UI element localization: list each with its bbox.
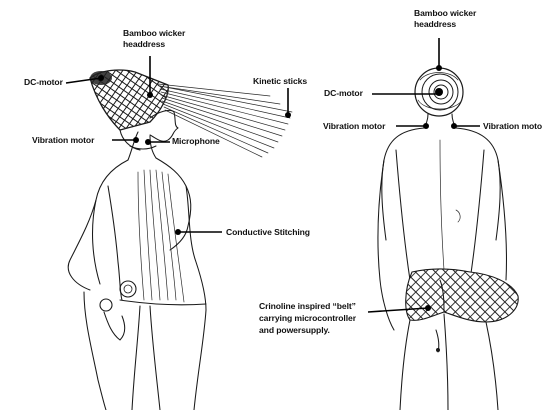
label-right-dc-motor: DC-motor [324, 88, 363, 99]
label-right-vibration-motor-right: Vibration moto [483, 121, 542, 132]
label-left-vibration-motor: Vibration motor [32, 135, 94, 146]
crinoline-belt [406, 269, 518, 322]
label-left-microphone: Microphone [172, 136, 220, 147]
label-left-kinetic-sticks: Kinetic sticks [253, 76, 307, 87]
label-left-dc-motor: DC-motor [24, 77, 63, 88]
pleats [138, 170, 184, 302]
right-figure [378, 68, 518, 410]
left-figure [68, 70, 292, 410]
label-left-conductive-stitching: Conductive Stitching [226, 227, 310, 238]
label-left-headdress: Bamboo wicker headdress [123, 28, 185, 50]
label-right-vibration-motor-left: Vibration motor [323, 121, 385, 132]
label-right-headdress: Bamboo wicker headdress [414, 8, 476, 30]
label-right-crinoline-belt: Crinoline inspired “belt” carrying micro… [259, 300, 356, 336]
